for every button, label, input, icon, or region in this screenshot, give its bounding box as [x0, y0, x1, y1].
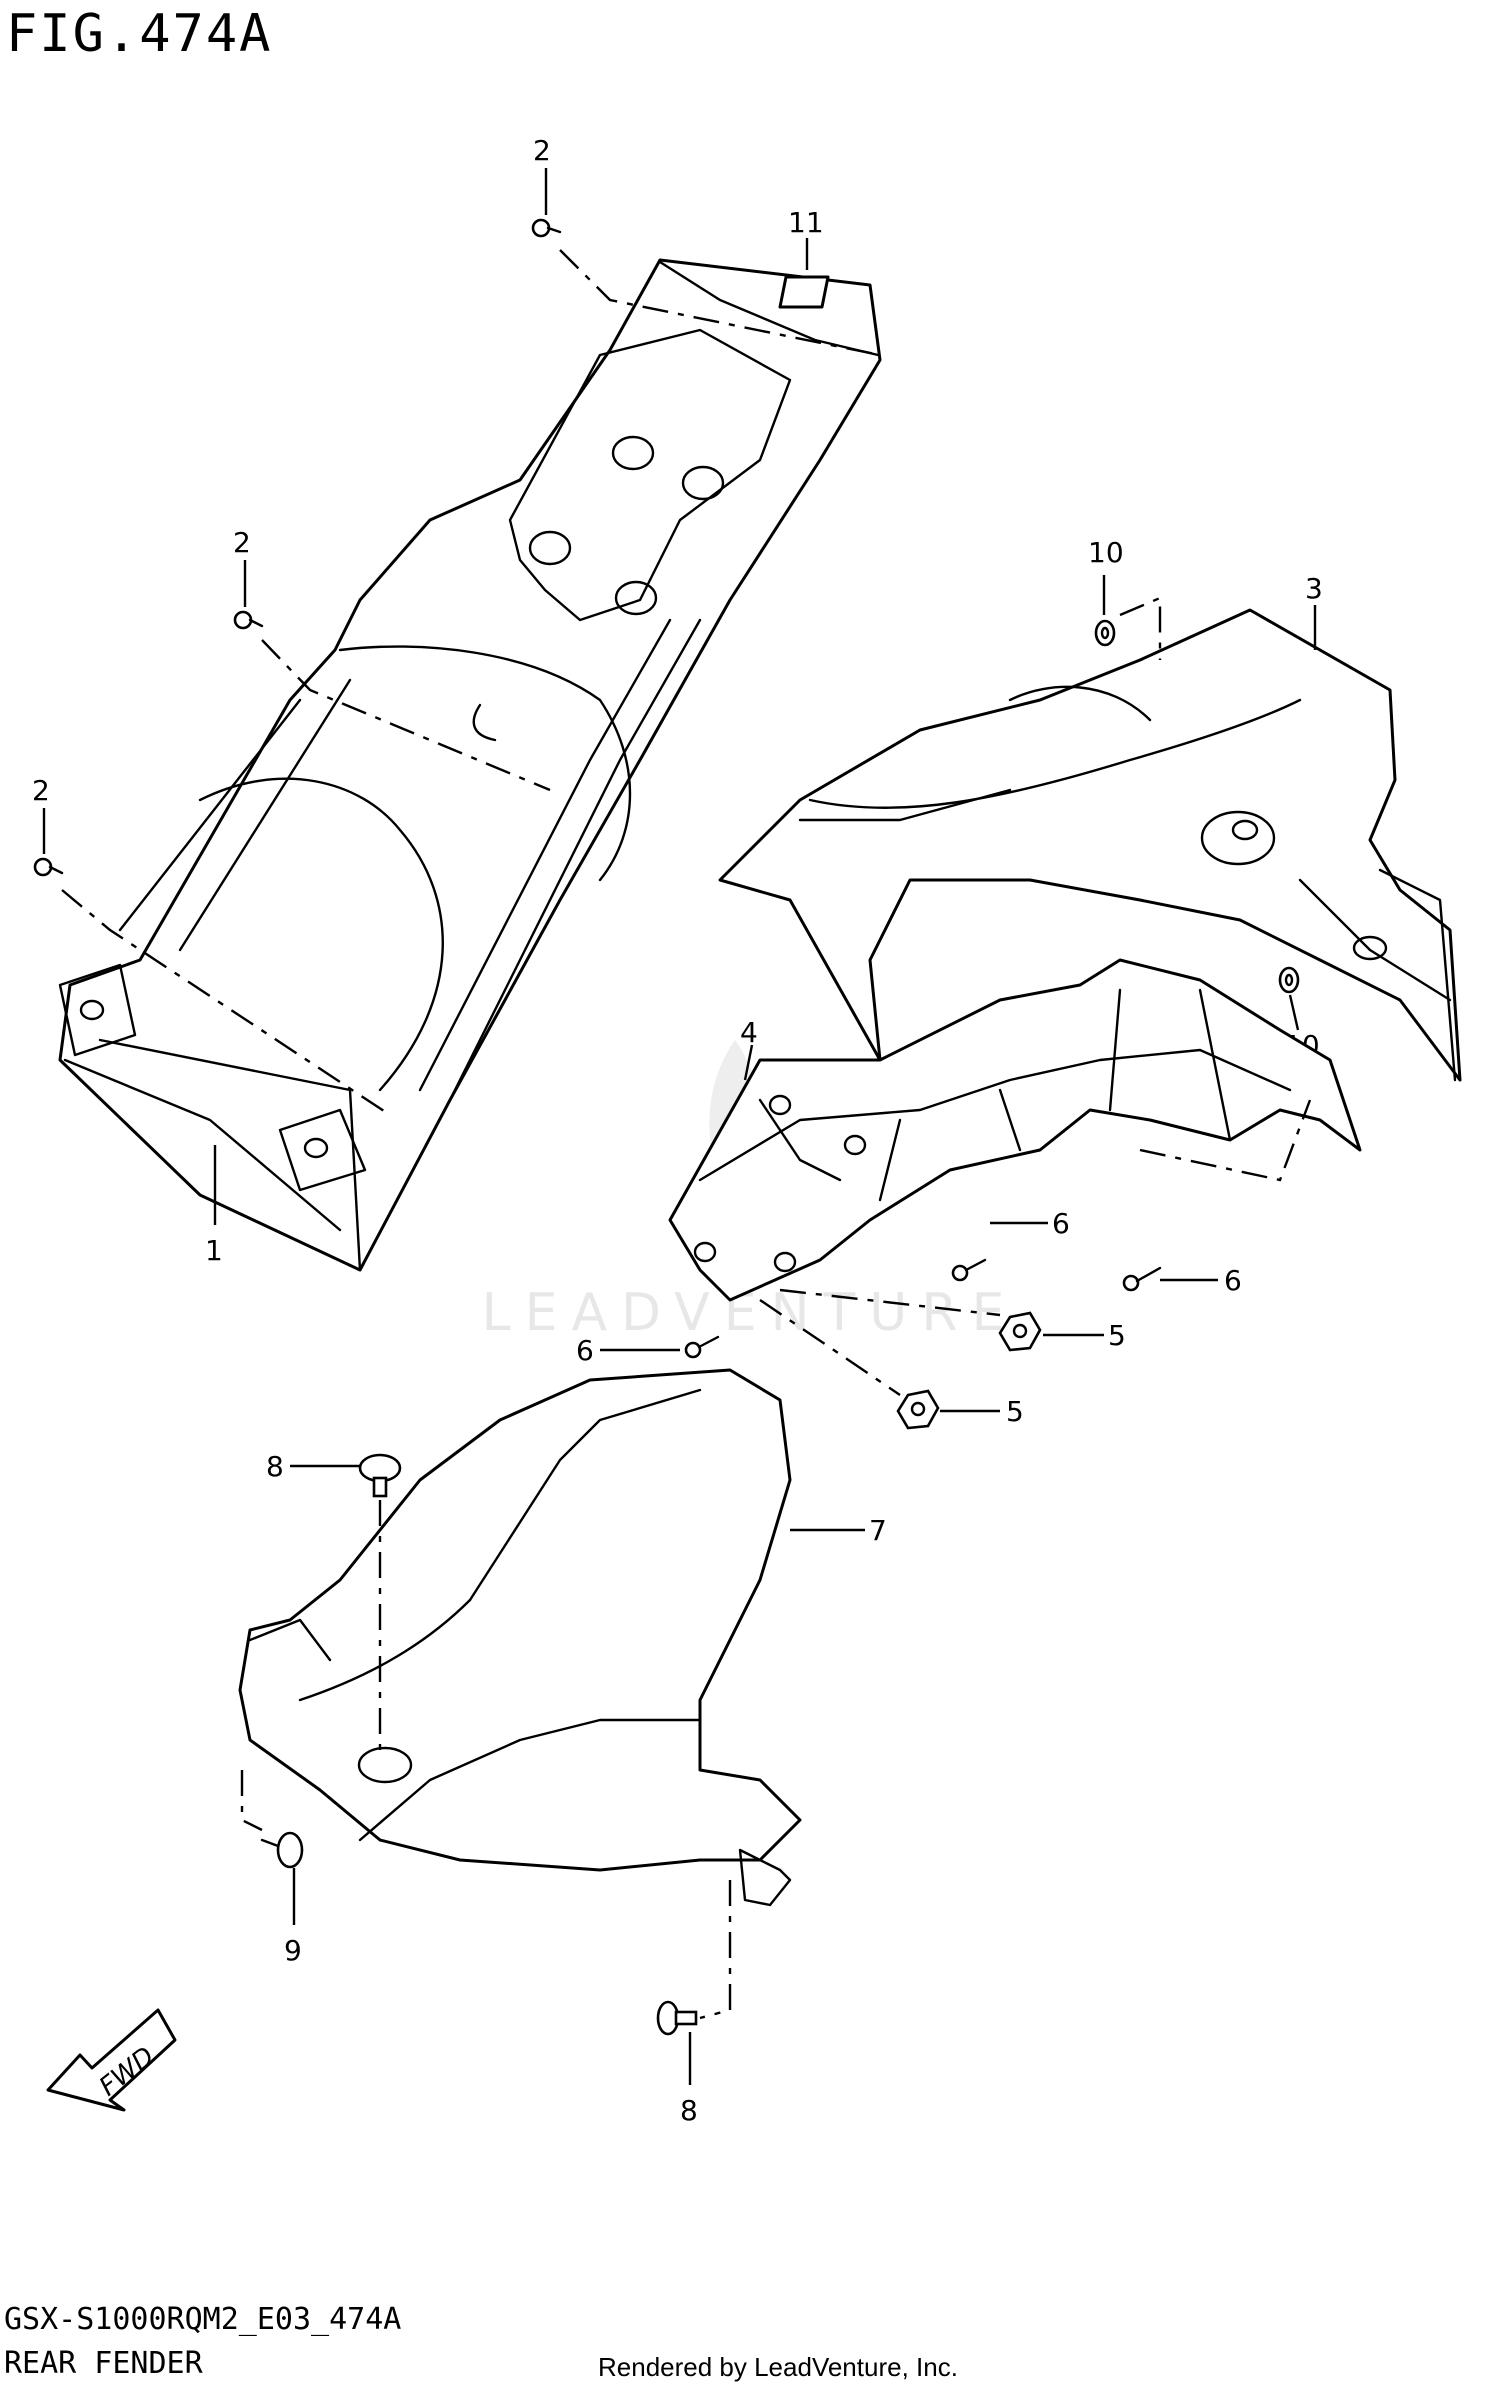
callout-6-middle: 6: [1052, 1207, 1070, 1240]
part-1-inner-rear-fender[interactable]: [58, 258, 882, 1272]
callout-10-top: 10: [1088, 536, 1124, 569]
model-code: GSX-S1000RQM2_E03_474A: [4, 2302, 402, 2337]
part-6-screw-left[interactable]: [684, 1335, 720, 1359]
part-5-nut-upper[interactable]: [998, 1311, 1042, 1352]
part-11-label[interactable]: [778, 275, 830, 309]
render-credit: Rendered by LeadVenture, Inc.: [598, 2352, 958, 2382]
part-2-screw-middle[interactable]: [233, 610, 264, 630]
callout-3: 3: [1305, 572, 1323, 605]
callout-11: 11: [788, 206, 824, 239]
part-10-grommet-top[interactable]: [1094, 619, 1116, 647]
callout-8-lower: 8: [680, 2094, 698, 2127]
part-9-screw[interactable]: [260, 1831, 304, 1869]
part-8-bolt-upper[interactable]: [358, 1453, 402, 1498]
fwd-arrow-icon: FWD: [46, 2008, 177, 2112]
callout-5-lower: 5: [1006, 1395, 1024, 1428]
callout-5-upper: 5: [1108, 1319, 1126, 1352]
callout-6-left: 6: [576, 1334, 594, 1367]
section-name: REAR FENDER: [4, 2346, 203, 2381]
part-3-tail-cover[interactable]: [718, 608, 1462, 1082]
callout-9: 9: [284, 1934, 302, 1967]
part-6-screw-middle[interactable]: [951, 1258, 987, 1282]
callout-4: 4: [740, 1016, 758, 1049]
callout-6-right: 6: [1224, 1264, 1242, 1297]
callout-7: 7: [869, 1514, 887, 1547]
part-7-rear-fender[interactable]: [238, 1368, 802, 1907]
part-4-fender-bracket[interactable]: [668, 958, 1362, 1302]
part-5-nut-lower[interactable]: [896, 1389, 940, 1430]
callout-2-left: 2: [32, 774, 50, 807]
part-8-bolt-lower[interactable]: [656, 2000, 698, 2036]
part-2-screw-left[interactable]: [33, 857, 64, 877]
callout-2-middle: 2: [233, 526, 251, 559]
callout-8-upper: 8: [266, 1450, 284, 1483]
callout-2-top: 2: [533, 134, 551, 167]
part-10-grommet-right[interactable]: [1278, 966, 1300, 994]
part-6-screw-right[interactable]: [1122, 1266, 1162, 1292]
figure-title: FIG.474A: [6, 4, 273, 64]
part-2-screw-top[interactable]: [531, 218, 562, 238]
callout-1: 1: [205, 1234, 223, 1267]
